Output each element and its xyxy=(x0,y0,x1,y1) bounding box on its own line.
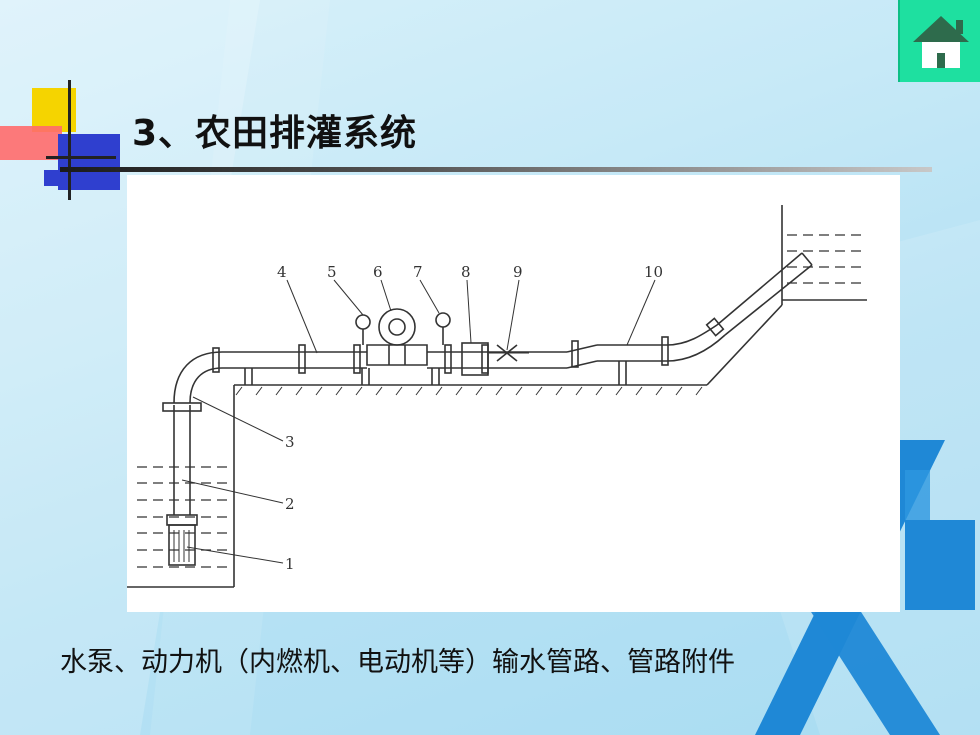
water-pump xyxy=(355,308,451,366)
diagram-label-9: 9 xyxy=(513,263,523,281)
diagram-label-3: 3 xyxy=(285,433,295,451)
home-button[interactable] xyxy=(898,0,980,82)
title-underline xyxy=(60,167,932,172)
irrigation-diagram: 4 5 6 7 8 9 10 3 2 1 xyxy=(127,175,900,612)
diagram-label-8: 8 xyxy=(461,263,471,281)
intake-water-pool xyxy=(127,385,235,588)
diagram-label-6: 6 xyxy=(373,263,383,281)
outlet-water-tank xyxy=(781,205,867,301)
diagram-label-7: 7 xyxy=(413,263,423,281)
slide-title: 3、农田排灌系统 xyxy=(132,113,418,154)
diagram-label-10: 10 xyxy=(644,263,663,281)
delivery-pipe xyxy=(212,252,813,385)
pipe-valves xyxy=(461,342,529,376)
leader-lines xyxy=(181,279,656,564)
diagram-label-1: 1 xyxy=(285,555,295,573)
slide-caption: 水泵、动力机（内燃机、电动机等）输水管路、管路附件 xyxy=(60,647,735,678)
diagram-label-2: 2 xyxy=(285,495,295,513)
title-decoration xyxy=(0,80,120,200)
diagram-label-4: 4 xyxy=(277,263,287,281)
home-icon xyxy=(913,16,969,68)
ground-line xyxy=(234,295,783,396)
diagram-label-5: 5 xyxy=(327,263,337,281)
